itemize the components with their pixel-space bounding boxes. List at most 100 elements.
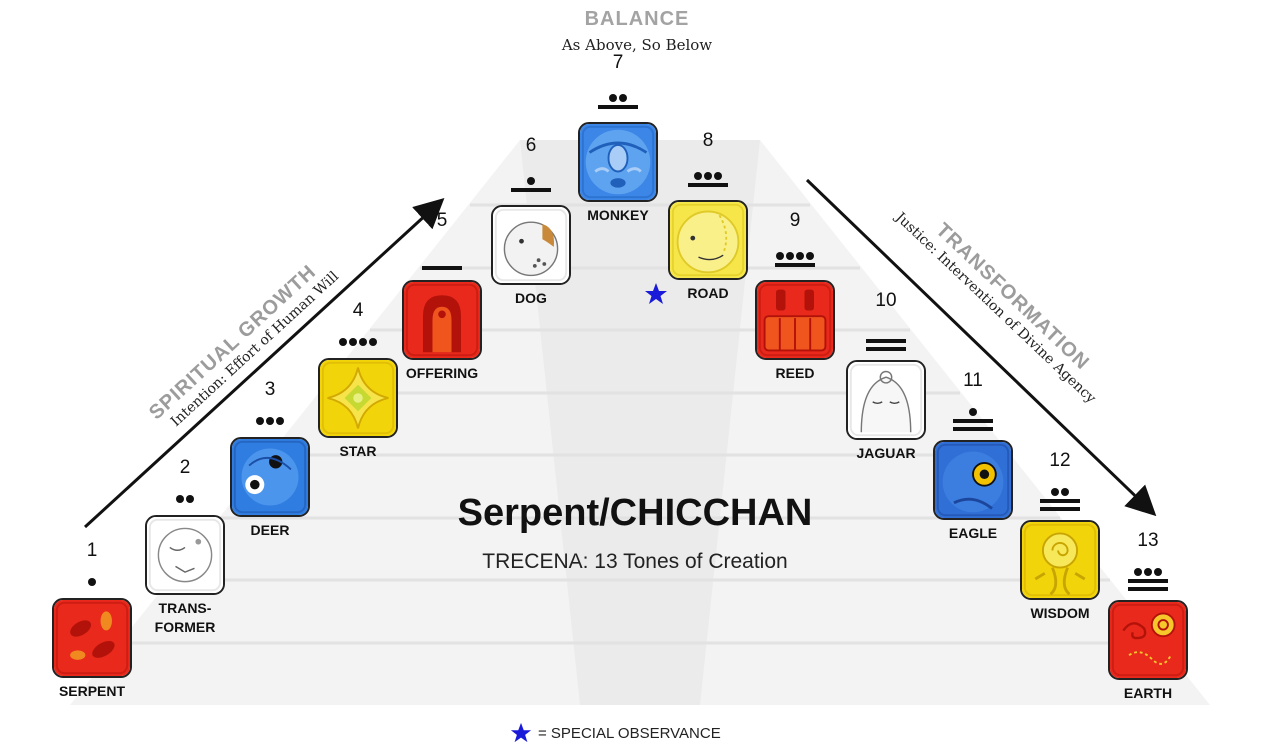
- mayan-number-notation: [765, 246, 825, 276]
- tone-label: EARTH: [1123, 685, 1173, 701]
- notation-bar: [866, 339, 906, 343]
- notation-bar: [1040, 507, 1080, 511]
- monkey-glyph-icon: [578, 122, 658, 202]
- tone-label: DEER: [250, 522, 290, 538]
- notation-dot: [694, 172, 702, 180]
- notation-dot: [1051, 488, 1059, 496]
- jaguar-glyph-icon: [846, 360, 926, 440]
- notation-dot: [266, 417, 274, 425]
- special-observance-star-icon: [644, 282, 668, 311]
- notation-dot: [349, 338, 357, 346]
- reed-glyph-icon: [755, 280, 835, 360]
- notation-dot: [609, 94, 617, 102]
- notation-bar: [866, 347, 906, 351]
- tone-label: ROAD: [687, 285, 729, 301]
- notation-dot: [256, 417, 264, 425]
- tone-label: OFFERING: [405, 365, 479, 381]
- tone-label: SERPENT: [58, 683, 126, 699]
- notation-dot: [619, 94, 627, 102]
- notation-dot: [88, 578, 96, 586]
- tone-number: 10: [875, 290, 897, 311]
- left-arrow: [83, 197, 445, 529]
- notation-bar: [953, 427, 993, 431]
- header-title: BALANCE: [584, 8, 690, 30]
- notation-dot: [796, 252, 804, 260]
- mayan-number-notation: [588, 88, 648, 118]
- notation-dot: [369, 338, 377, 346]
- mayan-number-notation: [1030, 486, 1090, 516]
- offering-glyph-icon: [402, 280, 482, 360]
- mayan-number-notation: [412, 246, 472, 276]
- mayan-number-notation: [501, 171, 561, 201]
- tone-number: 12: [1049, 450, 1071, 471]
- tone-number: 4: [352, 300, 364, 321]
- deer-glyph-icon: [230, 437, 310, 517]
- notation-dot: [359, 338, 367, 346]
- mayan-number-notation: [240, 403, 300, 433]
- tone-number: 1: [86, 540, 98, 561]
- notation-bar: [775, 263, 815, 267]
- notation-dot: [1144, 568, 1152, 576]
- tone-label: DOG: [515, 290, 547, 306]
- notation-bar: [953, 419, 993, 423]
- notation-bar: [1040, 499, 1080, 503]
- star-glyph-icon: [318, 358, 398, 438]
- legend: = SPECIAL OBSERVANCE: [510, 722, 721, 744]
- legend-text: = SPECIAL OBSERVANCE: [538, 724, 721, 742]
- transformer-glyph-icon: [145, 515, 225, 595]
- notation-dot: [776, 252, 784, 260]
- tone-number: 3: [264, 379, 276, 400]
- blue-star-icon: [510, 722, 532, 743]
- tone-number: 11: [963, 370, 983, 391]
- tone-number: 9: [789, 210, 801, 231]
- tone-number: 8: [702, 130, 714, 151]
- notation-bar: [598, 105, 638, 109]
- mayan-number-notation: [943, 406, 1003, 436]
- tone-number: 7: [612, 52, 624, 73]
- mayan-number-notation: [1118, 566, 1178, 596]
- notation-bar: [511, 188, 551, 192]
- wisdom-glyph-icon: [1020, 520, 1100, 600]
- notation-dot: [276, 417, 284, 425]
- notation-dot: [1154, 568, 1162, 576]
- tone-label: TRANS-FORMER: [154, 600, 216, 635]
- mayan-number-notation: [328, 324, 388, 354]
- tone-number: 5: [436, 210, 448, 231]
- mayan-number-notation: [678, 166, 738, 196]
- notation-dot: [704, 172, 712, 180]
- notation-dot: [786, 252, 794, 260]
- notation-bar: [688, 183, 728, 187]
- notation-dot: [1134, 568, 1142, 576]
- notation-bar: [1128, 587, 1168, 591]
- serpent-glyph-icon: [52, 598, 132, 678]
- mayan-number-notation: [856, 326, 916, 356]
- right-arrow: [805, 178, 1157, 517]
- earth-glyph-icon: [1108, 600, 1188, 680]
- notation-bar: [422, 266, 462, 270]
- main-title: Serpent/CHICCHAN: [457, 492, 813, 534]
- notation-dot: [176, 495, 184, 503]
- notation-dot: [1061, 488, 1069, 496]
- notation-dot: [527, 177, 535, 185]
- tone-label: EAGLE: [948, 525, 998, 541]
- tone-label: JAGUAR: [856, 445, 916, 461]
- notation-bar: [1128, 579, 1168, 583]
- tone-label: STAR: [339, 443, 377, 459]
- mayan-number-notation: [62, 564, 122, 594]
- tone-number: 2: [179, 457, 191, 478]
- notation-dot: [186, 495, 194, 503]
- mayan-number-notation: [155, 481, 215, 511]
- notation-dot: [806, 252, 814, 260]
- road-glyph-icon: [668, 200, 748, 280]
- tone-label: REED: [775, 365, 815, 381]
- tone-number: 6: [525, 135, 537, 156]
- notation-dot: [714, 172, 722, 180]
- header-subtitle: As Above, So Below: [561, 36, 713, 54]
- tone-number: 13: [1137, 530, 1159, 551]
- notation-dot: [339, 338, 347, 346]
- dog-glyph-icon: [491, 205, 571, 285]
- tone-label: MONKEY: [587, 207, 649, 223]
